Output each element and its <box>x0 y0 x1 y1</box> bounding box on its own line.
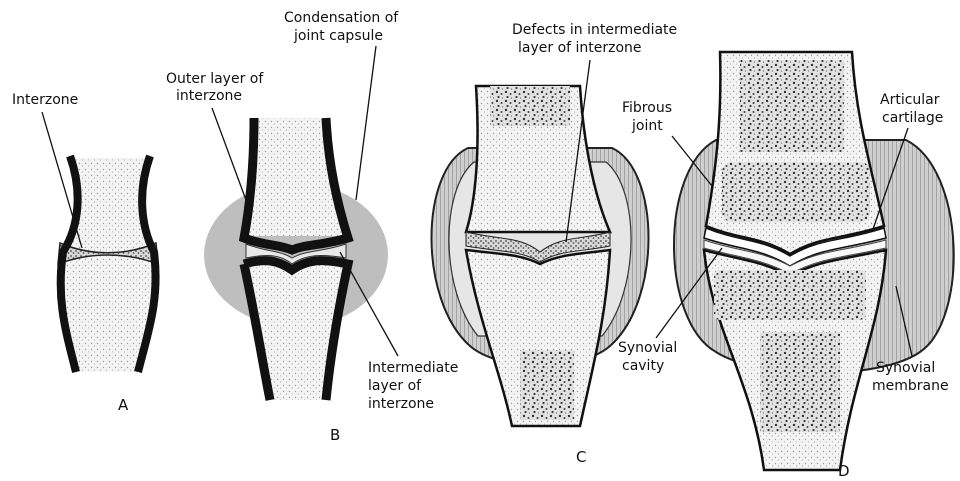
panel-b: Outer layer of interzone Condensation of… <box>166 10 458 444</box>
panel-letter-c: C <box>576 448 586 466</box>
label-fibrous-1: Fibrous <box>622 100 672 116</box>
panel-letter-a: A <box>118 396 129 414</box>
panel-letter-d: D <box>838 462 850 480</box>
label-outer-layer-2: interzone <box>176 88 242 104</box>
panel-c: Defects in intermediate layer of interzo… <box>432 22 678 466</box>
panel-letter-b: B <box>330 426 340 444</box>
panel-c-upper-ossification <box>490 86 570 126</box>
label-synovial-membrane-1: Synovial <box>876 360 935 376</box>
leader-outer-layer <box>212 108 246 200</box>
label-articular-1: Articular <box>880 92 940 108</box>
panel-d: Fibrous joint Articular cartilage Synovi… <box>618 52 954 480</box>
label-defects-1: Defects in intermediate <box>512 22 677 38</box>
label-intermediate-2: layer of <box>368 378 422 394</box>
label-intermediate-3: interzone <box>368 396 434 412</box>
panel-c-lower-ossification <box>520 350 574 420</box>
leader-condensation <box>356 46 376 200</box>
label-defects-2: layer of interzone <box>518 40 642 56</box>
label-intermediate-1: Intermediate <box>368 360 458 376</box>
panel-a: Interzone A <box>12 92 158 414</box>
panel-d-upper-epiphysis <box>722 162 870 222</box>
label-fibrous-2: joint <box>631 118 663 134</box>
label-articular-2: cartilage <box>882 110 943 126</box>
label-synovial-membrane-2: membrane <box>872 378 949 394</box>
label-interzone: Interzone <box>12 92 78 108</box>
panel-d-lower-epiphysis <box>714 270 866 320</box>
label-outer-layer-1: Outer layer of <box>166 71 264 87</box>
label-condensation-2: joint capsule <box>293 28 383 44</box>
label-synovial-cavity-2: cavity <box>622 358 664 374</box>
label-condensation-1: Condensation of <box>284 10 399 26</box>
panel-d-upper-spongy <box>740 60 844 152</box>
panel-d-lower-spongy <box>760 332 840 432</box>
label-synovial-cavity-1: Synovial <box>618 340 677 356</box>
